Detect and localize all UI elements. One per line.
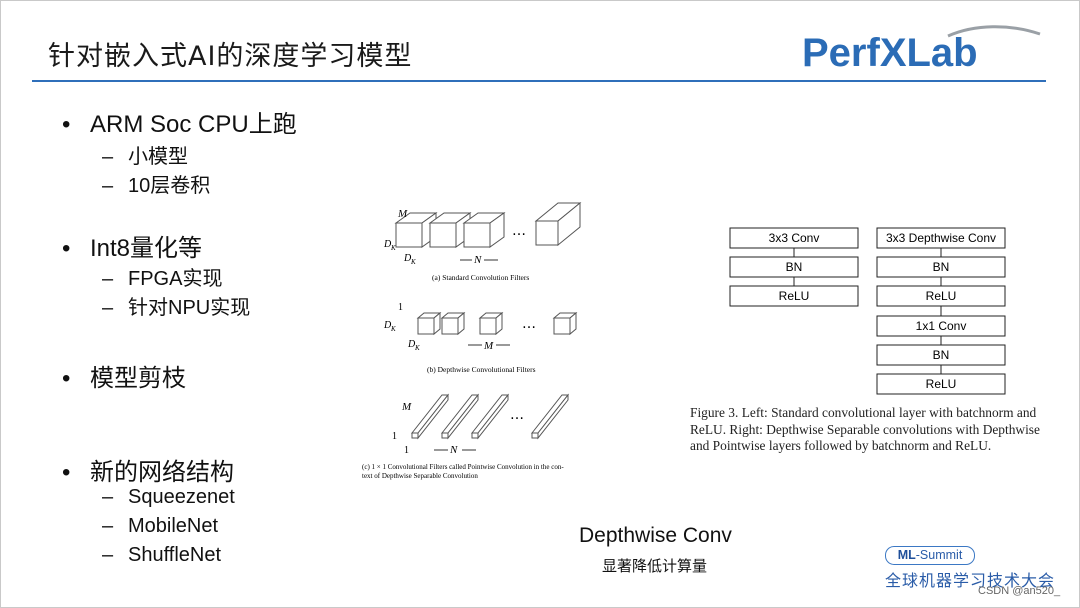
bullet-text: 新的网络结构 xyxy=(90,459,234,486)
conv-block-diagram: 3x3 Conv BN ReLU 3x3 Depthwise Conv BN R… xyxy=(729,227,1006,395)
caption-a: (a) Standard Convolution Filters xyxy=(432,273,529,282)
sub-bullet: –小模型 xyxy=(102,146,188,168)
label-dk: D xyxy=(383,320,392,331)
caption-c-1: (c) 1 × 1 Convolutional Filters called P… xyxy=(362,463,564,471)
sub-bullet: –ShuffleNet xyxy=(102,544,222,566)
label-n: N xyxy=(449,444,458,456)
sub-bullet-text: MobileNet xyxy=(128,515,219,537)
block-3x3-depthwise-conv: 3x3 Depthwise Conv xyxy=(876,227,1006,249)
csdn-watermark: CSDN @an520_ xyxy=(978,585,1061,597)
bullet-int8: •Int8量化等 xyxy=(62,235,203,262)
depthwise-separable-block: 3x3 Depthwise Conv BN ReLU 1x1 Conv BN R… xyxy=(876,227,1006,395)
bullet-pruning: •模型剪枝 xyxy=(62,365,186,392)
block-1x1-conv: 1x1 Conv xyxy=(876,315,1006,337)
svg-text:BN: BN xyxy=(933,348,950,362)
label-dk-sub: K xyxy=(390,244,396,252)
depthwise-conv-subtitle: 显著降低计算量 xyxy=(602,557,708,575)
bullet-new-networks: •新的网络结构 xyxy=(62,459,234,486)
svg-text:BN: BN xyxy=(933,260,950,274)
sub-bullet-text: Squeezenet xyxy=(128,486,235,508)
sub-bullet: –FPGA实现 xyxy=(102,268,223,290)
logo-swoosh xyxy=(947,25,1041,38)
logo-text: PerfXLab xyxy=(802,31,978,75)
svg-text:3x3 Depthwise Conv: 3x3 Depthwise Conv xyxy=(886,231,996,245)
label-m: M xyxy=(483,340,494,352)
label-m: M xyxy=(401,401,412,413)
label-1: 1 xyxy=(398,302,403,313)
label-dk2-sub: K xyxy=(410,258,416,266)
label-m: M xyxy=(397,208,408,220)
label-n: N xyxy=(473,254,482,266)
svg-text:BN: BN xyxy=(786,260,803,274)
svg-text:ReLU: ReLU xyxy=(926,289,957,303)
sub-bullet-text: 小模型 xyxy=(128,146,188,168)
svg-text:1x1 Conv: 1x1 Conv xyxy=(916,319,967,333)
svg-text:ReLU: ReLU xyxy=(926,377,957,391)
block-relu: ReLU xyxy=(729,285,859,307)
bullet-arm-cpu: •ARM Soc CPU上跑 xyxy=(62,111,297,138)
label-1a: 1 xyxy=(392,431,397,442)
summit-suffix: -Summit xyxy=(915,548,963,562)
ellipsis: … xyxy=(522,316,536,332)
svg-text:3x3 Conv: 3x3 Conv xyxy=(769,231,820,245)
label-dk: D xyxy=(383,239,392,250)
label-dk-sub: K xyxy=(390,325,396,333)
conv-filters-figure: M D K D K … N (a) Standard Convolution F… xyxy=(362,201,582,480)
pointwise-filters xyxy=(410,393,570,440)
figure-caption: Figure 3. Left: Standard convolutional l… xyxy=(690,405,1040,453)
standard-conv-block: 3x3 Conv BN ReLU xyxy=(729,227,859,307)
depthwise-conv-title: Depthwise Conv xyxy=(579,524,732,547)
ml-summit-badge: ML-Summit xyxy=(885,546,975,565)
caption-c-2: text of Depthwise Separable Convolution xyxy=(362,472,478,480)
bullet-text: 模型剪枝 xyxy=(90,365,186,392)
depthwise-filters xyxy=(416,311,578,336)
label-dk2: D xyxy=(403,253,412,264)
sub-bullet: –针对NPU实现 xyxy=(102,297,251,319)
sub-bullet-text: ShuffleNet xyxy=(128,544,222,566)
ellipsis: … xyxy=(510,407,524,423)
summit-prefix: ML xyxy=(897,548,916,562)
caption-b: (b) Depthwise Convolutional Filters xyxy=(427,365,536,374)
standard-conv-filters xyxy=(394,201,582,248)
label-1b: 1 xyxy=(404,445,409,456)
block-3x3-conv: 3x3 Conv xyxy=(729,227,859,249)
title-divider xyxy=(32,80,1046,82)
block-bn: BN xyxy=(729,256,859,278)
block-bn: BN xyxy=(876,256,1006,278)
summit-name: 全球机器学习技术大会 xyxy=(885,571,1056,590)
block-relu: ReLU xyxy=(876,285,1006,307)
sub-bullet-text: FPGA实现 xyxy=(128,268,223,290)
perfxlab-logo: PerfXLab xyxy=(802,25,1041,75)
sub-bullet: –10层卷积 xyxy=(102,175,211,197)
label-dk2: D xyxy=(407,339,416,350)
sub-bullet-text: 针对NPU实现 xyxy=(128,297,251,319)
bullet-text: Int8量化等 xyxy=(90,235,203,262)
block-relu: ReLU xyxy=(876,373,1006,395)
slide-title: 针对嵌入式AI的深度学习模型 xyxy=(48,41,413,72)
svg-text:ReLU: ReLU xyxy=(779,289,810,303)
sub-bullet: –Squeezenet xyxy=(102,486,235,508)
bullet-text: ARM Soc CPU上跑 xyxy=(90,111,297,138)
sub-bullet-text: 10层卷积 xyxy=(128,175,211,197)
sub-bullet: –MobileNet xyxy=(102,515,219,537)
ellipsis: … xyxy=(512,223,526,239)
block-bn: BN xyxy=(876,344,1006,366)
label-dk2-sub: K xyxy=(414,344,420,352)
